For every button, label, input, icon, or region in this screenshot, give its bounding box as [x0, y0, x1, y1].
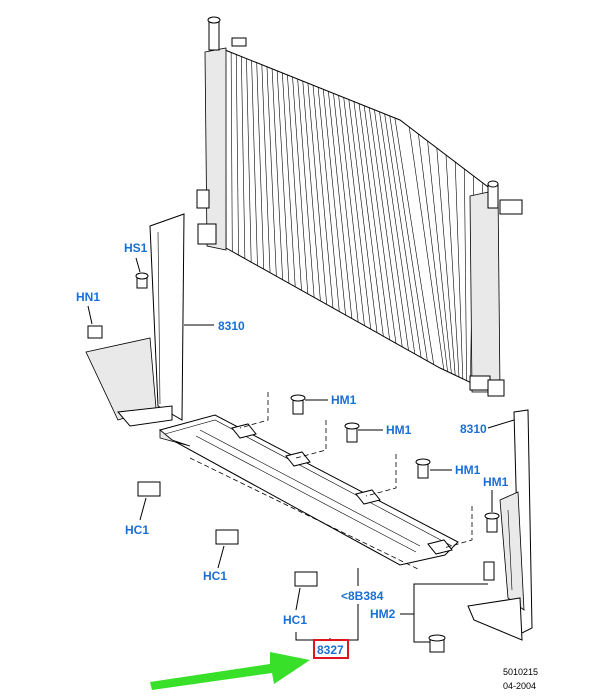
radiator-fin — [297, 78, 315, 298]
radiator-fin — [307, 82, 328, 305]
label-hc1-a: HC1 — [125, 523, 149, 537]
radiator-fins — [230, 52, 484, 385]
radiator-fin — [464, 168, 467, 381]
radiator-fin — [322, 89, 346, 316]
lower-shield — [158, 414, 459, 571]
radiator-fin — [353, 101, 384, 337]
radiator-fin — [246, 58, 252, 263]
reference-number: 5010215 — [503, 667, 538, 677]
radiator-fin — [271, 68, 283, 280]
radiator-fin — [241, 56, 246, 259]
label-hc1-b: HC1 — [203, 569, 227, 583]
radiator-fin — [312, 84, 334, 309]
label-hs1: HS1 — [124, 241, 148, 255]
radiator-fin — [251, 60, 258, 266]
radiator-fin — [317, 87, 340, 312]
green-arrow-icon — [150, 652, 310, 690]
radiator-fin — [235, 54, 239, 256]
label-hm2: HM2 — [370, 607, 396, 621]
radiator-fin — [328, 91, 353, 319]
reference-date: 04-2004 — [503, 681, 536, 691]
fasteners — [87, 272, 500, 653]
radiator-fin — [333, 93, 359, 323]
right-side-deflector — [467, 409, 533, 641]
radiator-fin — [394, 117, 435, 365]
label-8310-left: 8310 — [218, 319, 245, 333]
label-hn1: HN1 — [76, 290, 100, 304]
radiator-fin — [287, 74, 302, 291]
radiator-fin — [379, 111, 416, 354]
label-hc1-c: HC1 — [283, 613, 307, 627]
radiator-fin — [427, 140, 452, 374]
radiator-fin — [292, 76, 309, 294]
radiator-fin — [343, 97, 372, 330]
reference-code: 5010215 04-2004 — [503, 667, 538, 691]
label-8b384: <8B384 — [341, 589, 384, 603]
radiator-fin — [276, 70, 290, 284]
radiator-fin — [302, 80, 321, 301]
part-labels: HS1 HN1 8310 HM1 8310 HM1 HM1 HM1 HC1 HC… — [76, 241, 509, 627]
label-8327: 8327 — [317, 643, 344, 657]
radiator-fin — [363, 105, 397, 344]
radiator-fin — [266, 66, 277, 277]
radiator-fin — [230, 52, 233, 252]
label-hm1-c: HM1 — [455, 463, 481, 477]
radiator-fin — [256, 62, 265, 270]
radiator-fin — [368, 107, 403, 347]
radiator-fin — [436, 147, 456, 376]
radiator-fin — [358, 103, 390, 340]
radiator-fin — [374, 109, 409, 351]
highlight-box — [313, 639, 349, 659]
highlighted-part-8327: 8327 — [313, 639, 349, 659]
label-hm1-d: HM1 — [483, 475, 509, 489]
radiator-fin — [261, 64, 271, 273]
radiator — [196, 16, 523, 397]
label-8310-right: 8310 — [460, 422, 487, 436]
left-side-deflector — [85, 213, 185, 427]
radiator-fin — [281, 72, 296, 287]
radiator-fin — [389, 115, 428, 361]
radiator-fin — [445, 154, 460, 378]
radiator-fin — [418, 133, 448, 372]
radiator-fin — [384, 113, 422, 358]
label-hm1-b: HM1 — [386, 423, 412, 437]
label-hm1-a: HM1 — [331, 393, 357, 407]
radiator-fin — [408, 126, 445, 370]
radiator-fin — [454, 161, 464, 379]
radiator-fin — [348, 99, 378, 333]
radiator-fin — [338, 95, 365, 326]
